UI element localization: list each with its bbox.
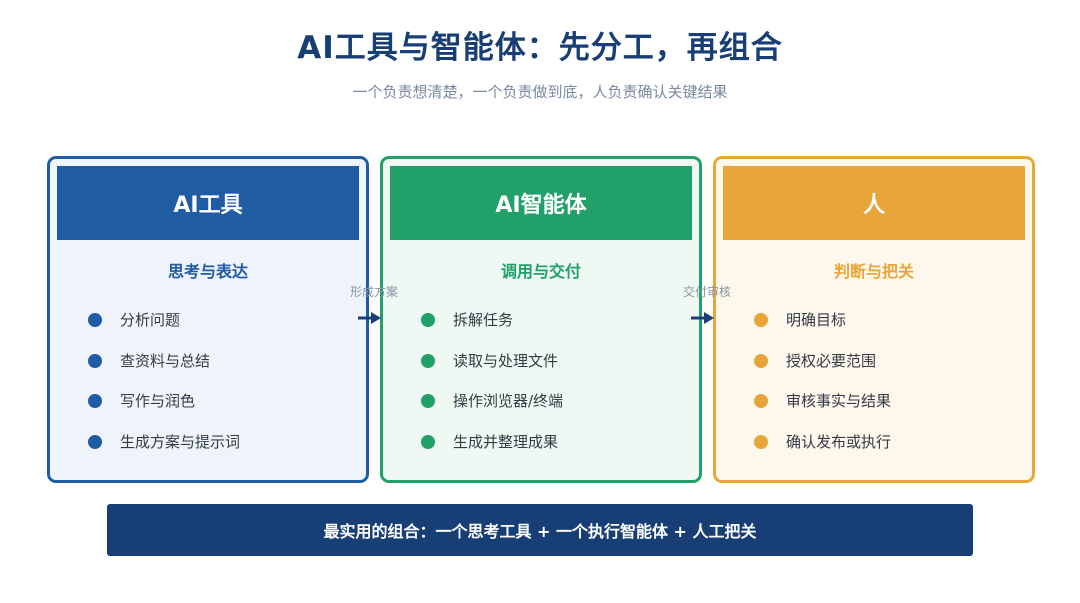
bullet-dot-icon — [421, 434, 435, 449]
connector-label: 形成方案 — [349, 285, 398, 299]
column-human: 人 判断与把关 明确目标 授权必要范围 审核事实与结果 确认发布或执行 — [713, 156, 1035, 483]
list-item-label: 审核事实与结果 — [786, 392, 892, 410]
list-item: 审核事实与结果 — [754, 392, 891, 433]
bullet-dot-icon — [754, 394, 768, 408]
list-item: 拆解任务 — [421, 311, 563, 352]
item-list: 明确目标 授权必要范围 审核事实与结果 确认发布或执行 — [754, 311, 891, 473]
item-list: 拆解任务 读取与处理文件 操作浏览器/终端 生成并整理成果 — [421, 311, 563, 473]
list-item: 明确目标 — [754, 311, 891, 352]
list-item: 生成方案与提示词 — [88, 433, 240, 474]
list-item-label: 生成并整理成果 — [453, 432, 559, 451]
bullet-dot-icon — [754, 434, 768, 449]
list-item: 读取与处理文件 — [421, 352, 563, 393]
bullet-dot-icon — [421, 353, 435, 368]
column-subheader: 思考与表达 — [167, 262, 248, 281]
list-item-label: 拆解任务 — [453, 311, 514, 329]
connector-tools-to-agent: 形成方案 — [344, 283, 404, 333]
column-ai-agent: AI智能体 调用与交付 拆解任务 读取与处理文件 操作浏览器/终端 生成并整理成… — [380, 156, 702, 483]
arrow-right-icon — [691, 312, 714, 324]
list-item-label: 确认发布或执行 — [786, 432, 892, 451]
list-item-label: 查资料与总结 — [120, 351, 211, 370]
connector-agent-to-human: 交付审核 — [677, 283, 737, 333]
list-item: 分析问题 — [88, 311, 240, 352]
list-item: 操作浏览器/终端 — [421, 392, 563, 433]
bullet-dot-icon — [421, 394, 435, 408]
list-item-label: 操作浏览器/终端 — [453, 392, 564, 410]
list-item-label: 分析问题 — [120, 311, 181, 329]
bullet-dot-icon — [88, 394, 102, 408]
column-subheader: 判断与把关 — [833, 262, 914, 281]
column-header: AI智能体 — [390, 166, 692, 240]
column-ai-tools: AI工具 思考与表达 分析问题 查资料与总结 写作与润色 生成方案与提示词 — [47, 156, 369, 483]
bullet-dot-icon — [421, 313, 435, 327]
bullet-dot-icon — [88, 434, 102, 449]
list-item-label: 明确目标 — [786, 311, 847, 329]
list-item: 生成并整理成果 — [421, 433, 563, 474]
list-item-label: 写作与润色 — [120, 392, 196, 410]
page-title: AI工具与智能体：先分工，再组合 — [297, 30, 783, 66]
bullet-dot-icon — [754, 313, 768, 327]
list-item: 授权必要范围 — [754, 352, 891, 393]
list-item: 写作与润色 — [88, 392, 240, 433]
list-item: 确认发布或执行 — [754, 433, 891, 474]
page-subtitle: 一个负责想清楚，一个负责做到底，人负责确认关键结果 — [352, 83, 728, 101]
list-item-label: 生成方案与提示词 — [120, 432, 241, 451]
connector-label: 交付审核 — [682, 285, 731, 299]
arrow-right-icon — [358, 312, 381, 324]
column-header: AI工具 — [57, 166, 359, 240]
item-list: 分析问题 查资料与总结 写作与润色 生成方案与提示词 — [88, 311, 240, 473]
summary-banner: 最实用的组合：一个思考工具 + 一个执行智能体 + 人工把关 — [107, 504, 973, 556]
list-item-label: 读取与处理文件 — [453, 351, 559, 370]
list-item-label: 授权必要范围 — [786, 351, 877, 370]
column-subheader: 调用与交付 — [500, 262, 581, 281]
column-header: 人 — [723, 166, 1025, 240]
bullet-dot-icon — [88, 353, 102, 368]
bullet-dot-icon — [88, 313, 102, 327]
list-item: 查资料与总结 — [88, 352, 240, 393]
bullet-dot-icon — [754, 353, 768, 368]
